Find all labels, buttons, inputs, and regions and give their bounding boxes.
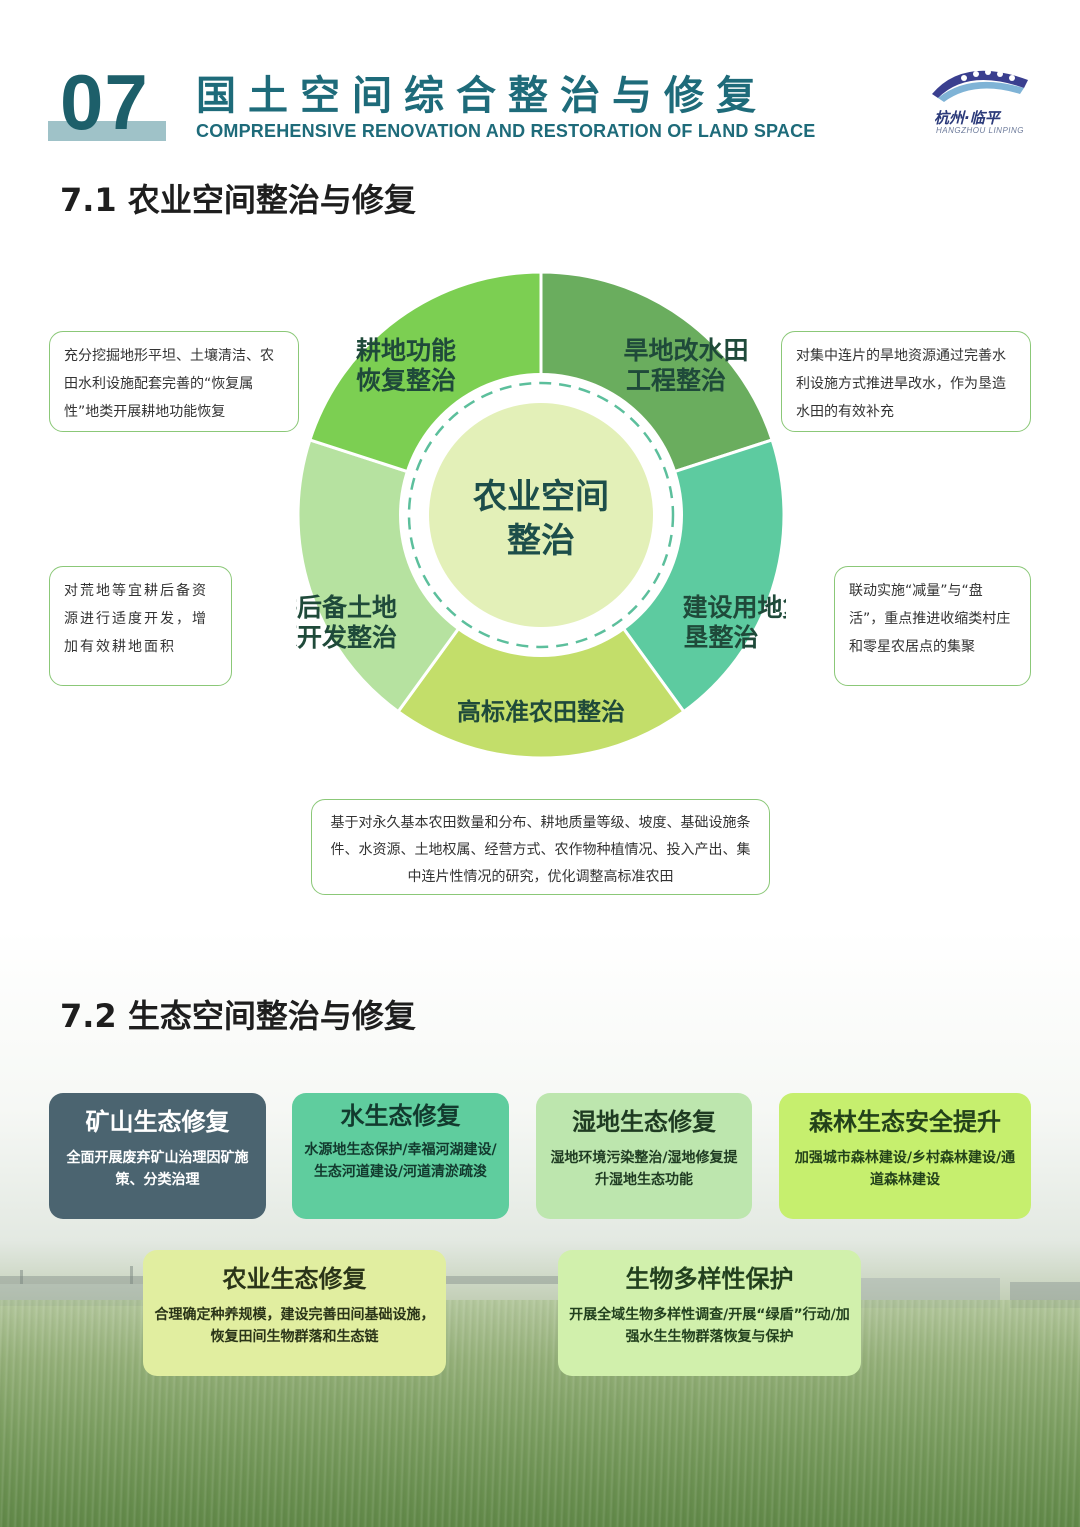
agriculture-donut-diagram: 农业空间 整治 耕地功能 恢复整治 旱地改水田 工程整治 建设用地复 垦整治 高… bbox=[296, 270, 786, 760]
segment-label-construction-land-2: 垦整治 bbox=[683, 623, 758, 652]
card-water-restoration: 水生态修复 水源地生态保护/幸福河湖建设/生态河道建设/河道清淤疏浚 bbox=[292, 1093, 509, 1219]
note-farmland-restore: 充分挖掘地形平坦、土壤清洁、农田水利设施配套完善的“恢复属性”地类开展耕地功能恢… bbox=[49, 331, 299, 432]
segment-label-reserve-land-2: 资源开发整治 bbox=[296, 623, 397, 652]
segment-label-construction-land-1: 建设用地复 bbox=[682, 593, 786, 622]
card-desc: 开展全域生物多样性调查/开展“绿盾”行动/加强水生生物群落恢复与保护 bbox=[569, 1307, 850, 1345]
card-title: 生物多样性保护 bbox=[625, 1265, 794, 1293]
card-desc: 全面开展废弃矿山治理因矿施策、分类治理 bbox=[66, 1150, 249, 1188]
card-desc: 水源地生态保护/幸福河湖建设/生态河道建设/河道清淤疏浚 bbox=[304, 1142, 497, 1180]
section-title-agriculture: 7.1 农业空间整治与修复 bbox=[60, 181, 416, 219]
chapter-title: 国土空间综合整治与修复 bbox=[196, 73, 768, 119]
center-title-line2: 整治 bbox=[507, 521, 575, 561]
segment-label-high-standard-farmland: 高标准农田整治 bbox=[457, 698, 625, 726]
card-title: 森林生态安全提升 bbox=[809, 1108, 1001, 1136]
section-title-ecology: 7.2 生态空间整治与修复 bbox=[60, 997, 416, 1035]
logo-text: 杭州·临平 bbox=[934, 109, 1000, 127]
card-forest-security: 森林生态安全提升 加强城市森林建设/乡村森林建设/通道森林建设 bbox=[779, 1093, 1031, 1219]
card-title: 湿地生态修复 bbox=[572, 1108, 716, 1136]
note-dry-to-paddy: 对集中连片的旱地资源通过完善水利设施方式推进旱改水，作为垦造水田的有效补充 bbox=[781, 331, 1031, 432]
segment-label-farmland-restore-1: 耕地功能 bbox=[356, 336, 456, 365]
chapter-number: 07 bbox=[60, 58, 149, 146]
donut-dashed-ring bbox=[407, 381, 675, 649]
card-agri-ecology-restoration: 农业生态修复 合理确定种养规模，建设完善田间基础设施，恢复田间生物群落和生态链 bbox=[143, 1250, 446, 1376]
chapter-subtitle: COMPREHENSIVE RENOVATION AND RESTORATION… bbox=[196, 121, 816, 141]
card-biodiversity-protection: 生物多样性保护 开展全域生物多样性调查/开展“绿盾”行动/加强水生生物群落恢复与… bbox=[558, 1250, 861, 1376]
segment-label-farmland-restore-2: 恢复整治 bbox=[356, 366, 456, 395]
chapter-number-bar bbox=[48, 121, 166, 141]
donut-center bbox=[429, 403, 653, 627]
center-title-line1: 农业空间 bbox=[473, 477, 609, 517]
card-mine-restoration: 矿山生态修复 全面开展废弃矿山治理因矿施策、分类治理 bbox=[49, 1093, 266, 1219]
card-wetland-restoration: 湿地生态修复 湿地环境污染整治/湿地修复提升湿地生态功能 bbox=[536, 1093, 752, 1219]
card-desc: 加强城市森林建设/乡村森林建设/通道森林建设 bbox=[794, 1150, 1016, 1188]
segment-label-reserve-land-1: 宜耕后备土地 bbox=[296, 593, 397, 622]
card-desc: 合理确定种养规模，建设完善田间基础设施，恢复田间生物群落和生态链 bbox=[154, 1307, 435, 1345]
note-construction-land: 联动实施“减量”与“盘活”，重点推进收缩类村庄和零星农居点的集聚 bbox=[834, 566, 1031, 686]
card-title: 水生态修复 bbox=[340, 1102, 461, 1130]
card-desc: 湿地环境污染整治/湿地修复提升湿地生态功能 bbox=[550, 1150, 738, 1188]
note-high-standard-farmland: 基于对永久基本农田数量和分布、耕地质量等级、坡度、基础设施条件、水资源、土地权属… bbox=[311, 799, 770, 895]
card-title: 农业生态修复 bbox=[222, 1265, 367, 1293]
logo-icon bbox=[932, 69, 1028, 102]
segment-label-dry-to-paddy-2: 工程整治 bbox=[626, 366, 726, 395]
note-reserve-land: 对荒地等宜耕后备资源进行适度开发，增加有效耕地面积 bbox=[49, 566, 232, 686]
segment-label-dry-to-paddy-1: 旱地改水田 bbox=[623, 336, 748, 365]
logo-subtext: HANGZHOU LINPING bbox=[936, 126, 1025, 135]
card-title: 矿山生态修复 bbox=[85, 1108, 230, 1136]
